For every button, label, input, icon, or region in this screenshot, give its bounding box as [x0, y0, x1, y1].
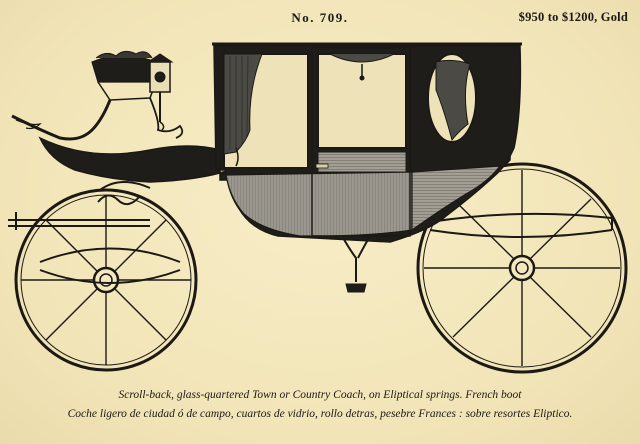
lower-panel: [225, 171, 413, 237]
step: [341, 235, 371, 293]
oval-window: [427, 53, 477, 143]
coach-illustration: [8, 42, 628, 374]
rear-wheel: [416, 162, 628, 374]
coach-door: [311, 47, 411, 237]
caption-spanish: Coche ligero de ciudad ó de campo, cuart…: [67, 408, 573, 420]
caption-english: Scroll-back, glass-quartered Town or Cou…: [118, 389, 522, 401]
front-window: [223, 53, 309, 169]
front-springs: [8, 181, 181, 284]
price-range: $950 to $1200, Gold: [518, 10, 628, 24]
drivers-box: [11, 50, 184, 141]
catalog-number: No. 709.: [291, 10, 349, 25]
rear-quarter-panel: [411, 165, 502, 232]
front-wheel: [14, 188, 198, 372]
rear-spring: [429, 212, 613, 238]
